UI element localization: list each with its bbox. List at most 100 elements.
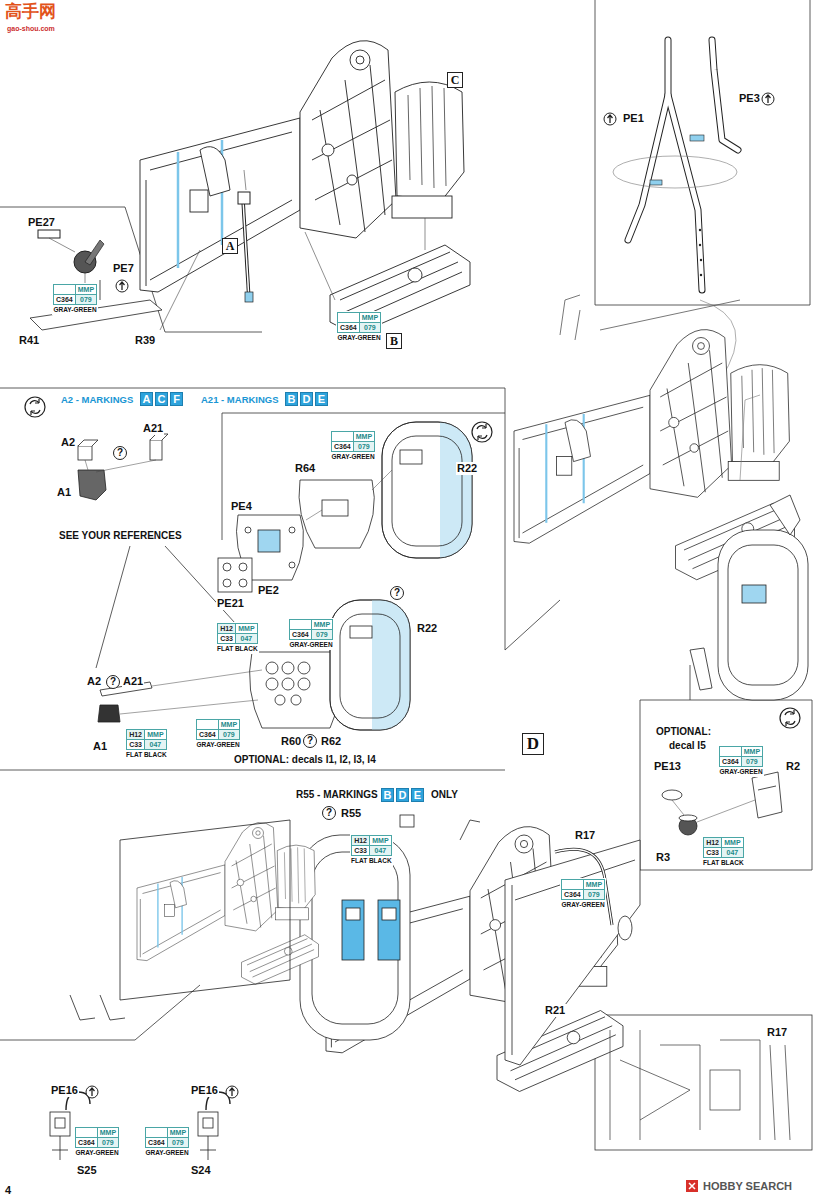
- line-art: [505, 840, 640, 1065]
- part-label: S25: [76, 1164, 98, 1177]
- seat-harness: [613, 40, 738, 380]
- paint-code: H12: [127, 730, 144, 740]
- line-art: [718, 530, 808, 700]
- marking-box: D: [396, 788, 409, 802]
- paint-code-grid: H12MMPC33047: [217, 623, 258, 644]
- part-label: R62: [320, 735, 342, 748]
- line-art: [628, 40, 668, 240]
- part-label: S24: [190, 1164, 212, 1177]
- paint-code: 079: [583, 890, 604, 899]
- marking-box: D: [300, 392, 313, 406]
- paint-cell-blank: [562, 880, 583, 890]
- line-art: [710, 1070, 740, 1110]
- paint-cell-blank: [332, 432, 353, 442]
- paint-code: C364: [332, 442, 353, 451]
- line-art: [555, 849, 612, 925]
- node-text: D: [399, 789, 407, 801]
- paint-code: 047: [369, 846, 391, 855]
- line-art: [203, 1118, 213, 1128]
- paint-code-grid: H12MMPC33047: [703, 837, 744, 858]
- part-label: R60: [280, 735, 302, 748]
- line-art: [699, 229, 702, 276]
- part-label: R22: [456, 462, 478, 475]
- paint-code-grid: MMPC364079: [331, 431, 375, 452]
- step-d-assembly: [300, 815, 790, 1140]
- paint-code: MMP: [353, 432, 374, 442]
- line-art: [52, 1136, 68, 1160]
- line-art: [250, 652, 342, 728]
- line-art: [245, 292, 253, 302]
- line-art: [650, 180, 662, 185]
- paint-cell-blank: [720, 747, 741, 757]
- line-art: [0, 985, 200, 1040]
- line-art: [322, 500, 348, 516]
- paint-code: MMP: [167, 1128, 188, 1138]
- markings-header: A2 - MARKINGS: [60, 394, 134, 406]
- step1-parts: [30, 41, 470, 335]
- paint-code: C364: [54, 295, 75, 304]
- part-label: PE7: [112, 262, 135, 275]
- line-art: [378, 900, 400, 960]
- paint-name: GRAY-GREEN: [53, 306, 97, 314]
- paint-code: C364: [338, 323, 359, 332]
- paint-name: GRAY-GREEN: [561, 901, 605, 909]
- fold-icon: [226, 1086, 238, 1098]
- line-art: [690, 135, 704, 141]
- node-text: D: [527, 734, 539, 754]
- part-label: R17: [574, 829, 596, 842]
- line-art: [0, 770, 505, 771]
- marking-box: E: [411, 788, 424, 802]
- line-art: [700, 259, 702, 261]
- part-label: PE27: [27, 216, 56, 229]
- paint-code: MMP: [311, 620, 332, 630]
- line-art: [595, 0, 810, 305]
- option-circle: ?: [390, 586, 404, 600]
- paint-callout: MMPC364079GRAY-GREEN: [330, 430, 376, 462]
- line-art: [38, 230, 60, 238]
- option-circle: ?: [113, 446, 127, 460]
- paint-callout: H12MMPC33047FLAT BLACK: [125, 728, 168, 760]
- line-art: [200, 1136, 216, 1160]
- line-art: [610, 1030, 790, 1140]
- paint-code: C364: [720, 757, 741, 766]
- paint-code: MMP: [359, 313, 380, 323]
- paint-code-grid: MMPC364079: [145, 1127, 189, 1148]
- part-label: R39: [134, 334, 156, 347]
- part-label: A1: [92, 740, 108, 753]
- paint-code-grid: MMPC364079: [53, 284, 97, 305]
- paint-name: GRAY-GREEN: [196, 741, 240, 749]
- paint-code: 079: [75, 295, 96, 304]
- part-label: PE21: [216, 597, 245, 610]
- line-art: [150, 440, 162, 460]
- paint-callout: MMPC364079GRAY-GREEN: [560, 878, 606, 910]
- line-art: [740, 395, 760, 480]
- paint-code: H12: [704, 838, 721, 848]
- paint-code: C364: [290, 630, 311, 639]
- line-art: [668, 95, 702, 290]
- line-art: [299, 480, 374, 548]
- line-art: [137, 822, 319, 984]
- paint-callout: MMPC364079GRAY-GREEN: [195, 718, 241, 750]
- paint-callout: H12MMPC33047FLAT BLACK: [216, 622, 259, 654]
- paint-code: MMP: [97, 1128, 118, 1138]
- paint-code: H12: [352, 836, 369, 846]
- line-art: [668, 95, 702, 290]
- paint-callout: H12MMPC33047FLAT BLACK: [350, 834, 393, 866]
- node-text: ?: [117, 447, 123, 459]
- line-art: [70, 995, 125, 1020]
- line-art: [700, 274, 702, 276]
- paint-callout: MMPC364079GRAY-GREEN: [52, 283, 98, 315]
- line-art: [223, 563, 231, 571]
- line-art: [50, 1112, 70, 1136]
- note-text: decal I5: [668, 740, 707, 752]
- instrument-parts: [78, 420, 480, 732]
- line-art: [160, 170, 425, 330]
- paint-code: 079: [218, 730, 239, 739]
- part-label: R2: [785, 760, 801, 773]
- line-art: [382, 422, 472, 558]
- line-art: [78, 440, 98, 446]
- line-art: [628, 40, 668, 240]
- fold-icon: [604, 113, 616, 125]
- paint-name: GRAY-GREEN: [331, 453, 375, 461]
- line-art: [628, 40, 738, 290]
